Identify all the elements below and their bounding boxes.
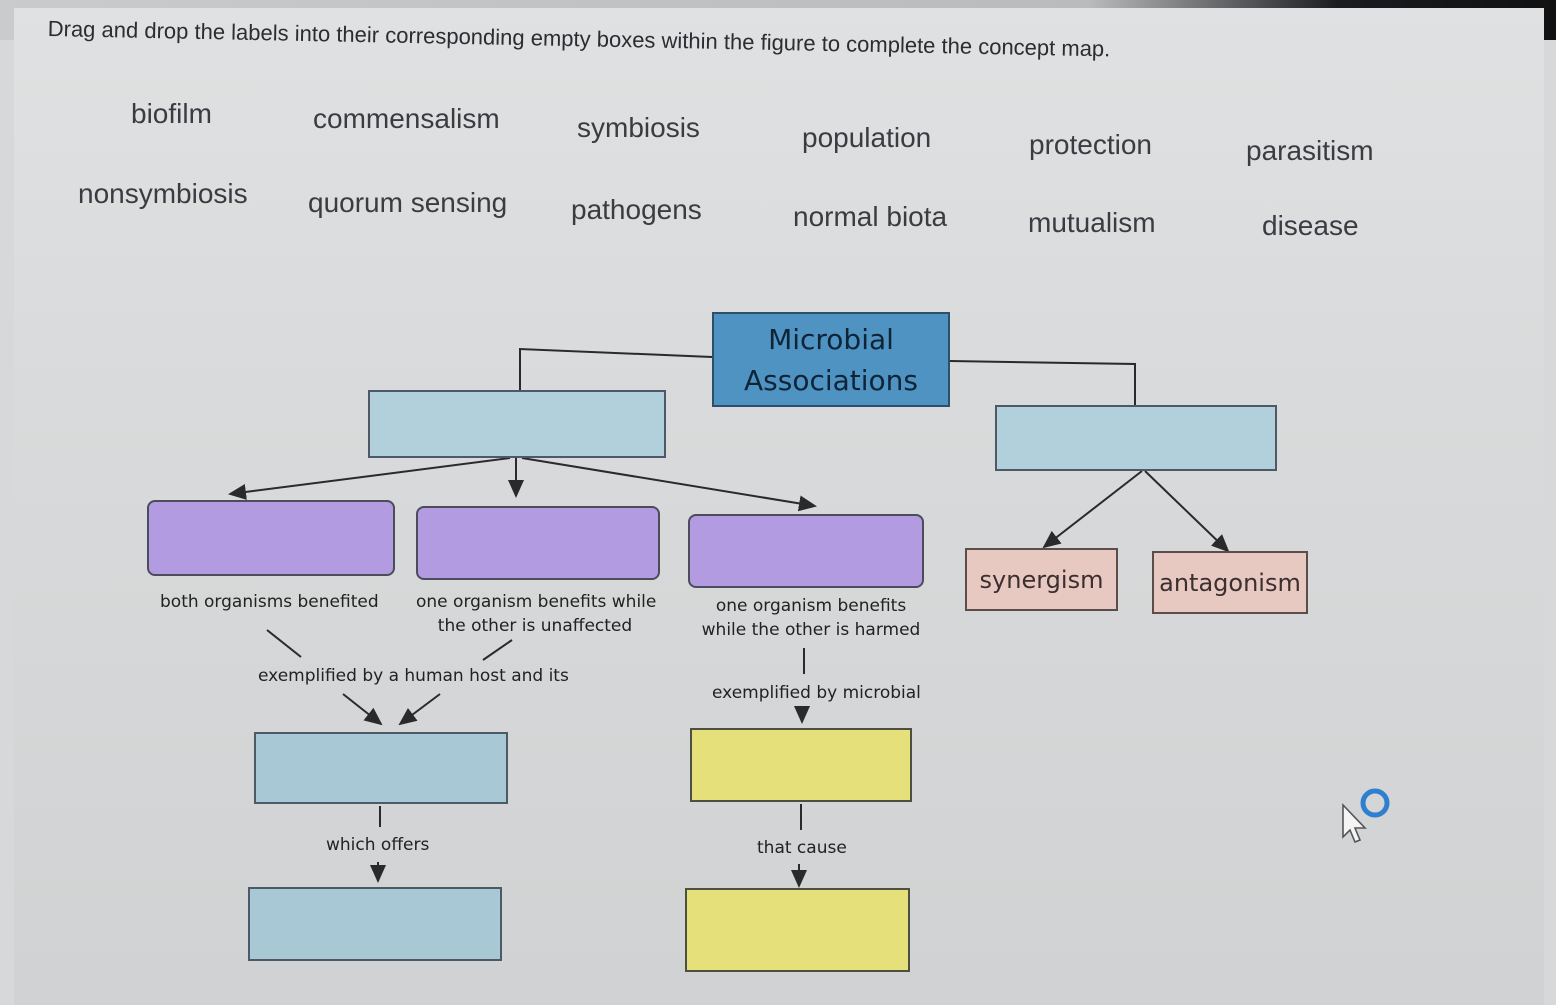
caption-human-host: exemplified by a human host and its: [258, 666, 569, 686]
drop-box-harmed[interactable]: [688, 514, 924, 588]
drop-box-right-category[interactable]: [995, 405, 1277, 471]
label-biofilm[interactable]: biofilm: [131, 98, 212, 129]
label-nonsymbiosis[interactable]: nonsymbiosis: [78, 178, 248, 209]
drop-box-left-category[interactable]: [368, 390, 666, 458]
root-line-2: Associations: [743, 363, 918, 397]
label-parasitism[interactable]: parasitism: [1246, 135, 1374, 166]
node-synergism: synergism: [965, 548, 1118, 611]
label-protection[interactable]: protection: [1029, 129, 1152, 160]
caption-unaffected-line-1: one organism benefits while: [416, 592, 657, 612]
caption-harmed-line-2: while the other is harmed: [701, 620, 921, 640]
caption-which-offers: which offers: [326, 835, 430, 855]
loading-ring-icon: [1360, 788, 1390, 818]
label-disease[interactable]: disease: [1262, 210, 1359, 241]
mouse-pointer-icon: [1340, 787, 1396, 852]
caption-harmed-line-1: one organism benefits: [715, 596, 907, 616]
caption-unaffected: one organism benefits while the other is…: [416, 590, 657, 638]
label-quorum-sensing[interactable]: quorum sensing: [308, 187, 508, 218]
caption-that-cause: that cause: [757, 838, 847, 858]
label-normal-biota[interactable]: normal biota: [793, 201, 948, 232]
root-line-1: Microbial: [768, 322, 894, 356]
drop-box-unaffected[interactable]: [416, 506, 660, 580]
label-commensalism[interactable]: commensalism: [313, 103, 500, 134]
label-population[interactable]: population: [802, 122, 932, 153]
caption-unaffected-line-2: the other is unaffected: [437, 616, 633, 636]
drop-box-that-cause[interactable]: [685, 888, 910, 972]
drop-box-both-benefited[interactable]: [147, 500, 395, 576]
caption-microbial: exemplified by microbial: [712, 683, 921, 703]
label-symbiosis[interactable]: symbiosis: [577, 112, 700, 143]
drop-box-human-host[interactable]: [254, 732, 508, 804]
label-mutualism[interactable]: mutualism: [1028, 207, 1156, 238]
caption-both-benefited: both organisms benefited: [160, 592, 379, 612]
caption-harmed: one organism benefits while the other is…: [700, 594, 922, 642]
drop-box-microbial[interactable]: [690, 728, 912, 802]
drop-box-which-offers[interactable]: [248, 887, 502, 961]
root-microbial-associations: Microbial Associations: [712, 312, 950, 407]
label-pathogens[interactable]: pathogens: [571, 194, 702, 225]
node-antagonism: antagonism: [1152, 551, 1308, 614]
